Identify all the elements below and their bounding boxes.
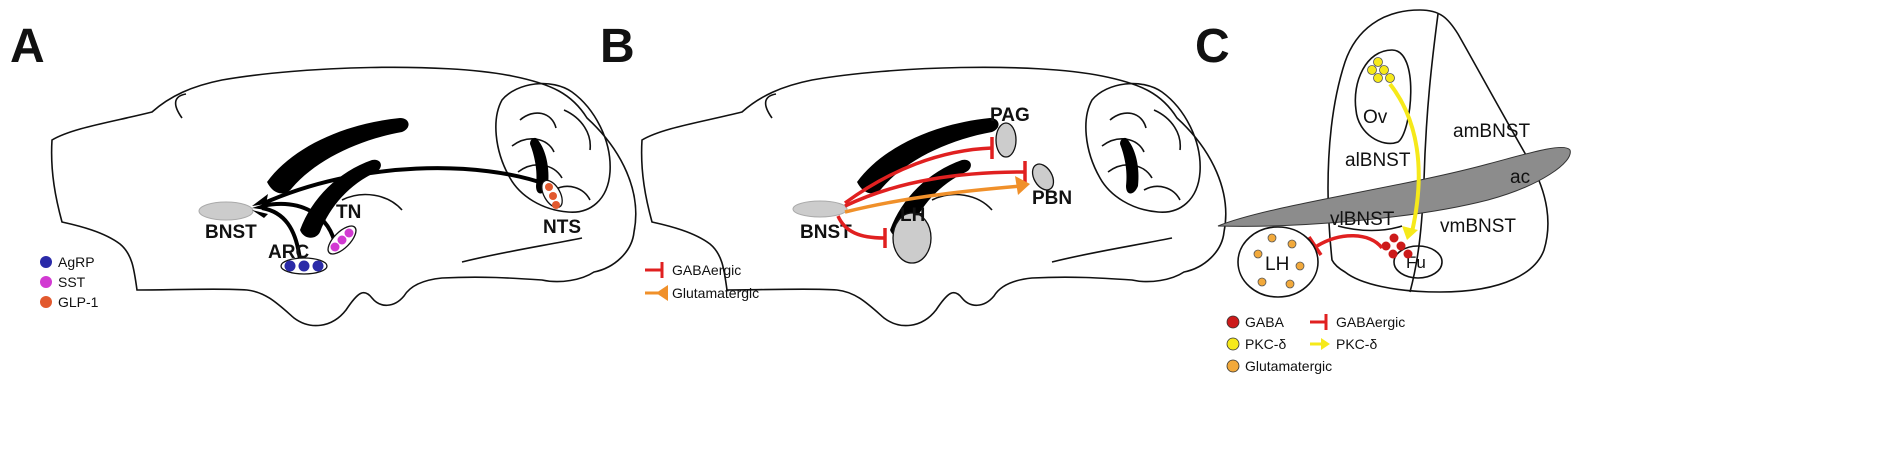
vl-divider xyxy=(1337,225,1403,232)
panel-b-glutamatergic-projection xyxy=(844,176,1030,214)
panel-b-legend: GABAergic Glutamatergic xyxy=(645,262,759,301)
lh-glutamatergic-cells xyxy=(1253,233,1305,289)
legend-pkc-arrowhead xyxy=(1321,338,1330,350)
panel-a-letter: A xyxy=(10,20,45,73)
pkc-cell xyxy=(1373,73,1383,83)
lh-region xyxy=(1237,226,1319,298)
albnst-label: alBNST xyxy=(1345,150,1411,171)
pkc-projection xyxy=(1388,82,1421,233)
agrp-cell xyxy=(312,260,324,272)
ac-label: ac xyxy=(1510,167,1530,188)
sst-cell xyxy=(330,242,340,252)
glp1-cell xyxy=(552,201,560,209)
panel-a: A BNST ARC TN NTS xyxy=(10,20,637,327)
panel-b-lh-region xyxy=(892,212,932,264)
legend-gabaergic-arrow-label: GABAergic xyxy=(1336,314,1405,330)
panel-b-gabaergic-projections xyxy=(836,137,1027,248)
pkc-cell xyxy=(1379,65,1389,75)
fu-label: Fu xyxy=(1406,253,1426,272)
glp1-cell xyxy=(549,192,557,200)
gabaergic-projection-to-lh xyxy=(1316,234,1384,250)
projection-bnst-pbn xyxy=(844,170,1026,208)
panel-b-letter: B xyxy=(600,20,635,73)
panel-a-bnst-region xyxy=(198,201,254,221)
anterior-commissure xyxy=(1217,146,1571,227)
legend-pkc-swatch xyxy=(1226,337,1240,351)
panel-b-pbn-label: PBN xyxy=(1032,188,1072,209)
panel-a-projection-nts xyxy=(261,166,549,206)
gaba-cell xyxy=(1381,241,1391,251)
gaba-cell xyxy=(1403,249,1413,259)
panel-a-projection-arc xyxy=(261,206,302,261)
ov-label: Ov xyxy=(1363,107,1388,128)
agrp-cell xyxy=(284,260,296,272)
panel-b-lh-label: LH xyxy=(900,205,925,226)
projection-bnst-pag xyxy=(843,146,993,205)
legend-glutamatergic-label: Glutamatergic xyxy=(672,285,759,301)
legend-gaba-label: GABA xyxy=(1245,314,1285,330)
glutamatergic-cell xyxy=(1253,249,1263,259)
legend-agrp-label: AgRP xyxy=(58,254,95,270)
legend-glp1-label: GLP-1 xyxy=(58,294,99,310)
glutamatergic-cell xyxy=(1267,233,1277,243)
projection-bnst-lh xyxy=(836,215,885,240)
glutamatergic-cell xyxy=(1295,261,1305,271)
ambnst-label: amBNST xyxy=(1453,121,1530,142)
glutamatergic-cell xyxy=(1287,239,1297,249)
fu-subregion xyxy=(1393,245,1443,279)
sst-cell xyxy=(344,228,354,238)
ov-subregion xyxy=(1354,49,1412,145)
glutamatergic-cell xyxy=(1257,277,1267,287)
legend-glutamatergic-triangle xyxy=(656,285,668,301)
legend-glp1-swatch xyxy=(40,296,52,308)
legend-agrp-swatch xyxy=(40,256,52,268)
panel-c-letter: C xyxy=(1195,20,1230,73)
legend-gaba-swatch xyxy=(1226,315,1240,329)
agrp-cell xyxy=(298,260,310,272)
gaba-cell xyxy=(1396,241,1406,251)
sst-cell xyxy=(337,235,347,245)
pkc-cell xyxy=(1367,65,1377,75)
panel-c: C Ov amBNST alBNST ac vlBNST vmBNST Fu xyxy=(1195,9,1571,374)
panel-a-arc-label: ARC xyxy=(268,242,309,263)
pkc-arrowhead xyxy=(1402,226,1418,240)
panel-b: B BNST PAG PBN LH GABAergic Glu xyxy=(600,20,1227,327)
vmbnst-label: vmBNST xyxy=(1440,216,1516,237)
panel-c-legend: GABA PKC-δ Glutamatergic GABAergic PKC-δ xyxy=(1226,314,1405,374)
panel-a-arrowheads xyxy=(252,194,270,218)
legend-glutamatergic-swatch xyxy=(1226,359,1240,373)
lh-label: LH xyxy=(1265,254,1289,275)
legend-sst-label: SST xyxy=(58,274,86,290)
vlbnst-gaba-cells xyxy=(1381,233,1413,259)
panel-a-tn-label: TN xyxy=(336,202,361,223)
panel-b-bnst-region xyxy=(792,200,848,218)
panel-a-nts-label: NTS xyxy=(543,217,581,238)
panel-a-bnst-label: BNST xyxy=(205,222,257,243)
gaba-cell xyxy=(1388,249,1398,259)
legend-gabaergic-label: GABAergic xyxy=(672,262,741,278)
legend-pkc-arrow-label: PKC-δ xyxy=(1336,336,1377,352)
vlbnst-label: vlBNST xyxy=(1330,209,1395,230)
ov-pkc-cells xyxy=(1367,57,1395,83)
glutamatergic-cell xyxy=(1285,279,1295,289)
legend-sst-swatch xyxy=(40,276,52,288)
panel-a-legend: AgRP SST GLP-1 xyxy=(40,254,99,310)
legend-pkc-label: PKC-δ xyxy=(1245,336,1286,352)
bnst-outline xyxy=(1327,9,1549,293)
pkc-cell xyxy=(1373,57,1383,67)
glutamatergic-arrowhead xyxy=(1015,176,1030,195)
panel-b-pbn-region xyxy=(1031,163,1055,191)
pkc-cell xyxy=(1385,73,1395,83)
panel-b-bnst-label: BNST xyxy=(800,222,852,243)
glp1-cell xyxy=(545,183,553,191)
panel-b-pag-region xyxy=(995,122,1017,158)
panel-b-pag-label: PAG xyxy=(990,105,1030,126)
legend-glutamatergic-cell-label: Glutamatergic xyxy=(1245,358,1332,374)
gaba-cell xyxy=(1389,233,1399,243)
